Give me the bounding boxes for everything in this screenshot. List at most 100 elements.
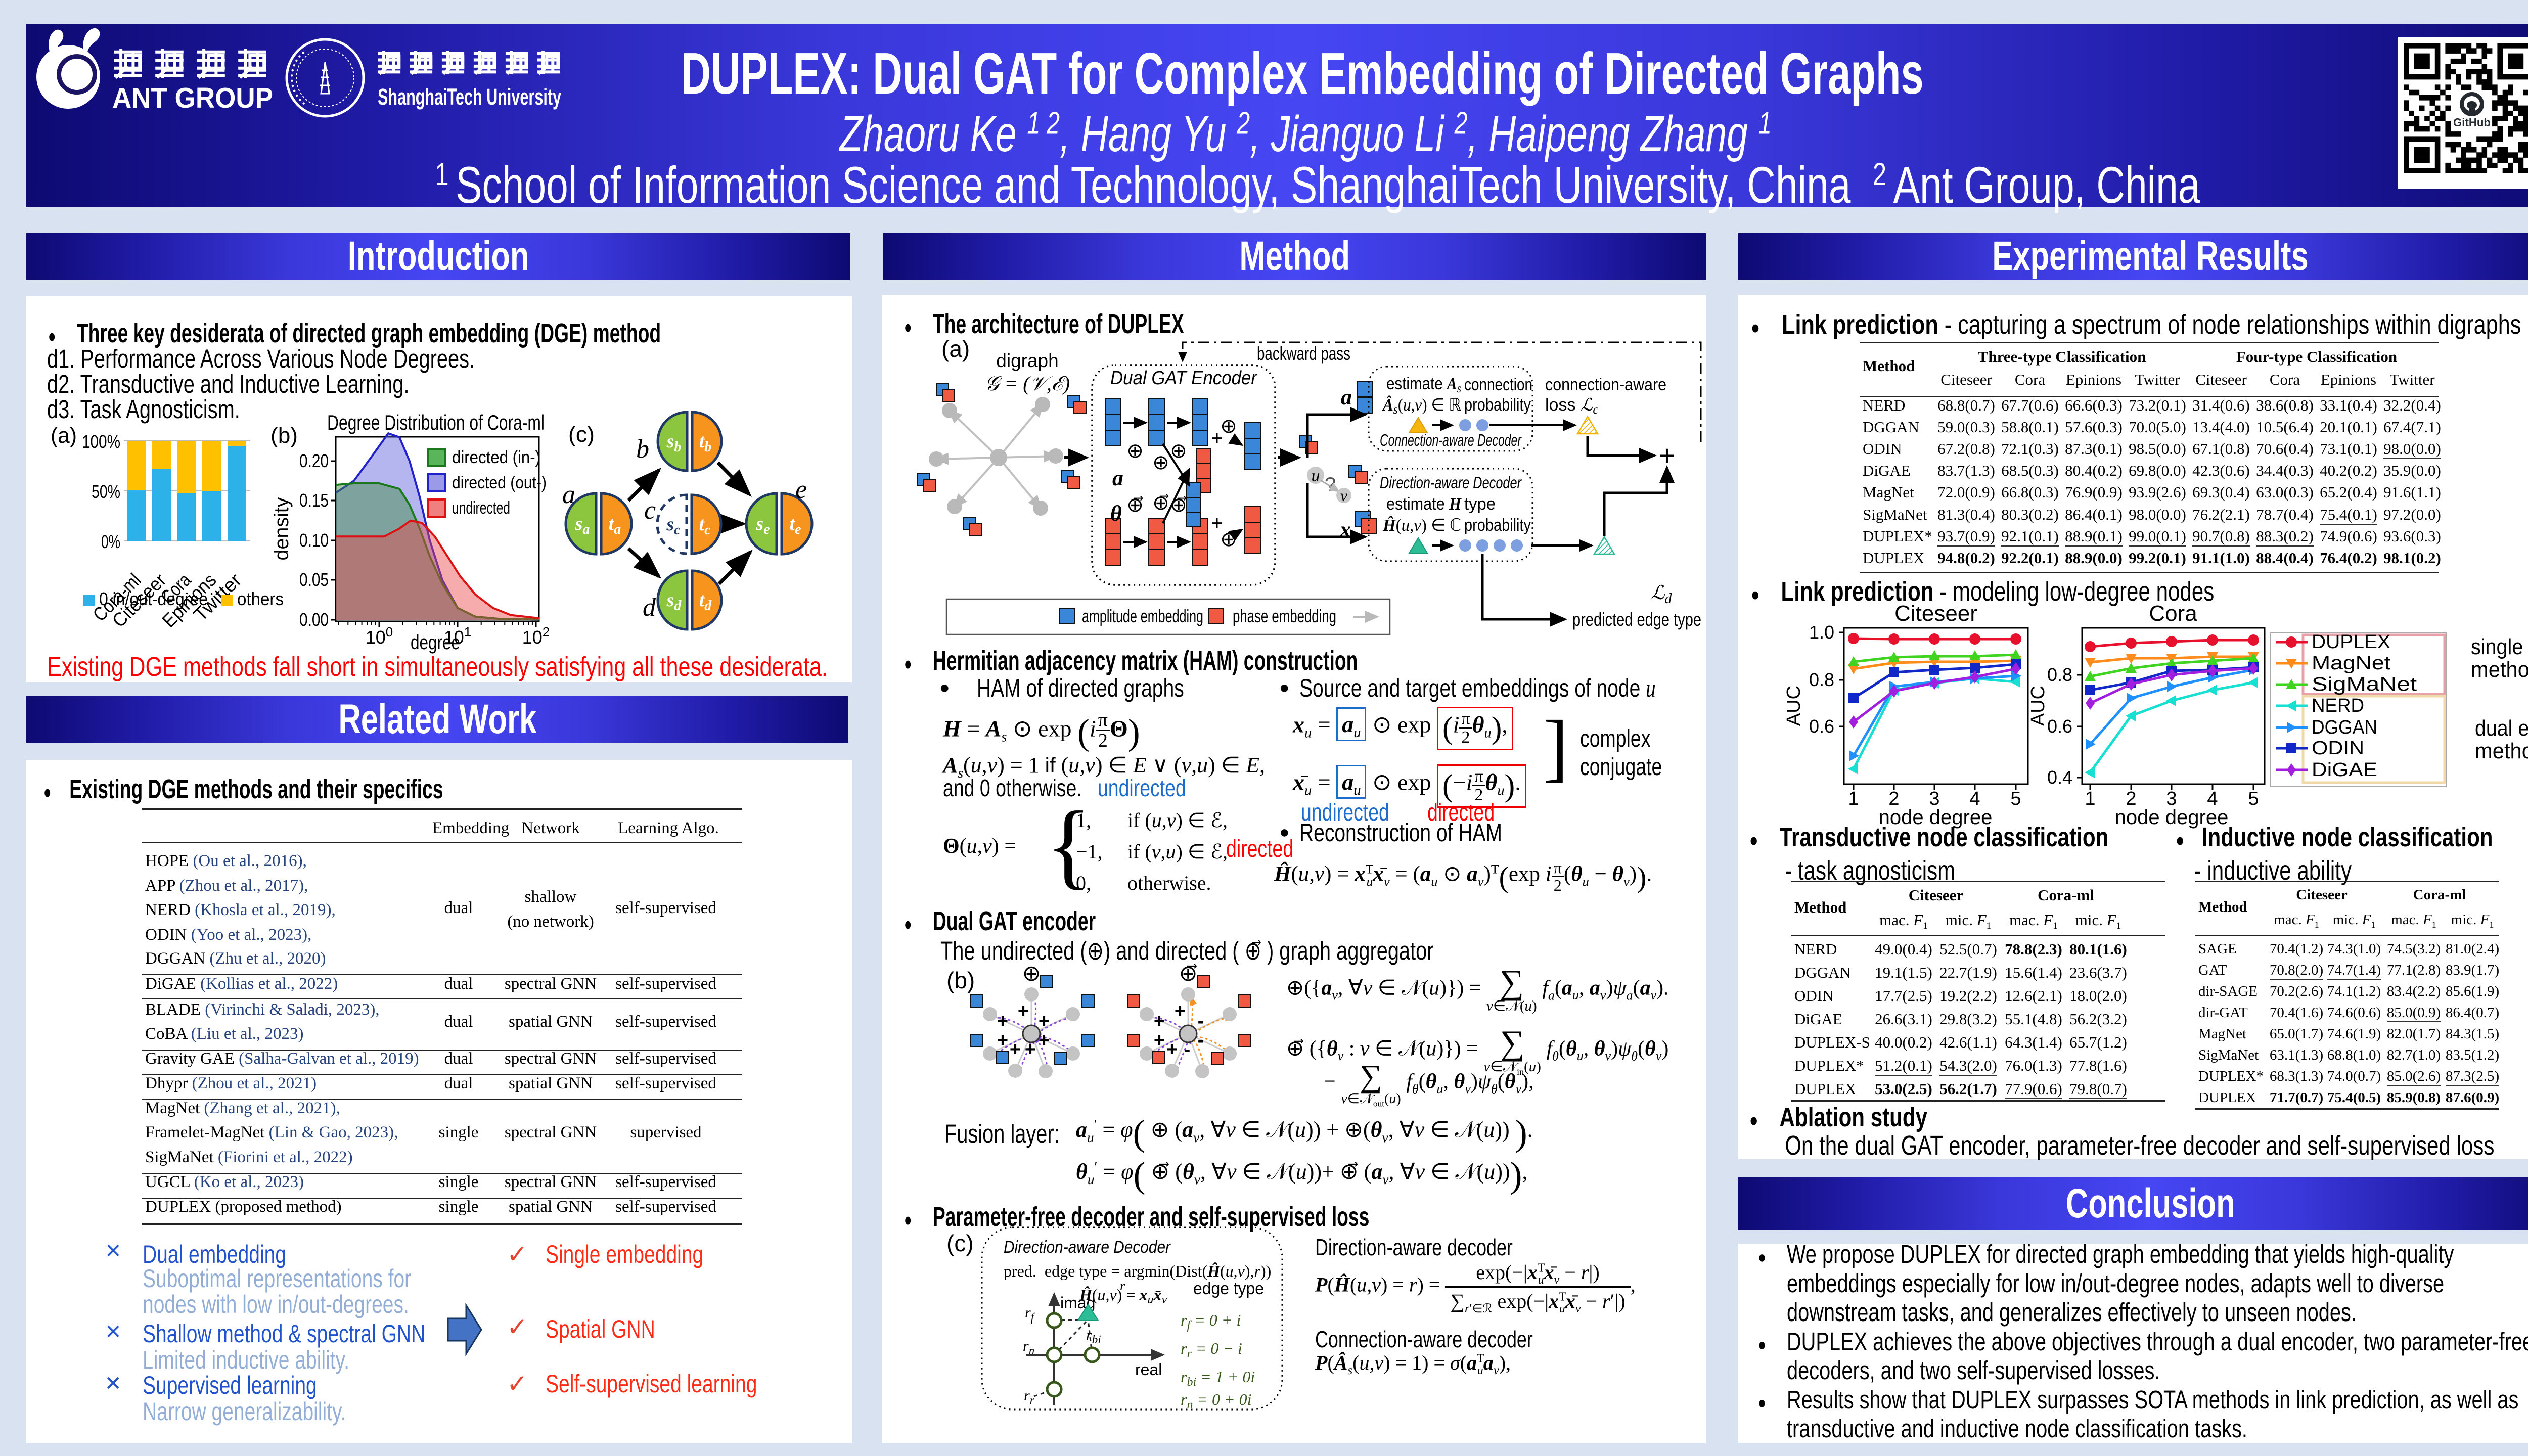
svg-text:d: d: [643, 593, 656, 622]
svg-text:c: c: [644, 496, 656, 525]
svg-text:rn = 0 + 0i: rn = 0 + 0i: [1181, 1390, 1252, 1412]
svg-text:Degree Distribution of Cora-ml: Degree Distribution of Cora-ml: [327, 411, 545, 434]
svg-text:connection-aware: connection-aware: [1545, 375, 1666, 394]
svg-text:Citeseer: Citeseer: [1894, 604, 1977, 626]
svg-text:node degree: node degree: [1879, 806, 1993, 829]
svg-text:1.0: 1.0: [1809, 622, 1834, 643]
svg-text:100: 100: [366, 624, 393, 648]
svg-text:phase embedding: phase embedding: [1233, 606, 1336, 626]
svg-text:θ: θ: [1110, 501, 1122, 526]
svg-text:0.20: 0.20: [299, 450, 329, 471]
svg-text:undirected: undirected: [452, 498, 510, 518]
svg-text:3: 3: [1929, 788, 1939, 809]
svg-text:degree: degree: [411, 631, 460, 654]
svg-text:4: 4: [1969, 788, 1980, 809]
svg-text:estimate H: estimate H: [1386, 494, 1462, 514]
svg-text:-: -: [1198, 1030, 1204, 1051]
svg-text:+: +: [1659, 439, 1676, 471]
svg-text:DUPLEX: DUPLEX: [2312, 631, 2390, 653]
svg-text:5: 5: [2248, 788, 2259, 809]
svg-text:𝒢 = (𝒱,ℰ): 𝒢 = (𝒱,ℰ): [985, 372, 1070, 395]
svg-text:GitHub: GitHub: [2453, 116, 2491, 129]
svg-text:0%: 0%: [101, 531, 120, 552]
svg-text:NERD: NERD: [2312, 695, 2364, 716]
svg-text:methods: methods: [2471, 657, 2528, 682]
svg-text:(a): (a): [51, 423, 77, 448]
svg-text:+: +: [1211, 427, 1223, 449]
svg-text:Âs(u,v) ∈ ℝ: Âs(u,v) ∈ ℝ: [1382, 395, 1461, 417]
svg-text:pred. edge type = argmin(Dist: pred. edge type = argmin(Dist(Ĥ(u,v),r)…: [1004, 1262, 1271, 1280]
svg-text:⊕⃗: ⊕⃗: [1179, 961, 1198, 986]
svg-text:DiGAE: DiGAE: [2312, 759, 2377, 781]
svg-text:+: +: [1025, 1039, 1036, 1060]
svg-text:density: density: [270, 497, 293, 561]
svg-text:single embedding: single embedding: [2471, 634, 2528, 659]
svg-text:0.6: 0.6: [2047, 716, 2072, 737]
svg-text:edge type: edge type: [1193, 1279, 1264, 1298]
svg-text:dual embedding: dual embedding: [2475, 716, 2528, 741]
svg-text:Ĥ(u,v) ∈ ℂ: Ĥ(u,v) ∈ ℂ: [1382, 516, 1461, 535]
svg-text:+: +: [1018, 1000, 1029, 1022]
svg-text:Dual GAT Encoder: Dual GAT Encoder: [1110, 368, 1257, 389]
svg-text:DGGAN: DGGAN: [2312, 717, 2377, 738]
svg-text:Connection-aware Decoder: Connection-aware Decoder: [1380, 431, 1522, 449]
svg-text:⊕⃗: ⊕⃗: [1220, 528, 1237, 551]
svg-text:0.4: 0.4: [2047, 767, 2072, 788]
svg-text:sc: sc: [666, 514, 681, 538]
svg-text:+: +: [1010, 1039, 1021, 1060]
svg-text:+: +: [1154, 1030, 1165, 1051]
svg-text:a: a: [1341, 385, 1352, 410]
svg-text:⊕: ⊕: [1126, 440, 1144, 462]
svg-text:0.10: 0.10: [299, 530, 329, 551]
svg-text:+: +: [1154, 1011, 1165, 1032]
svg-text:SigMaNet: SigMaNet: [2312, 674, 2417, 695]
svg-text:v: v: [1340, 486, 1348, 505]
svg-text:directed (out-): directed (out-): [452, 473, 547, 492]
svg-text:methods: methods: [2475, 739, 2528, 763]
svg-text:4: 4: [2207, 788, 2218, 809]
svg-text:r: r: [1120, 1279, 1125, 1293]
svg-text:rr: rr: [1024, 1387, 1035, 1406]
svg-text:x: x: [1339, 517, 1351, 542]
svg-text:probability: probability: [1464, 395, 1531, 415]
svg-text:0 in/out-degree: 0 in/out-degree: [99, 588, 208, 609]
svg-text:ℒd: ℒd: [1651, 582, 1672, 607]
svg-text:directed (in-): directed (in-): [452, 448, 540, 467]
svg-text:se: se: [755, 513, 770, 537]
svg-text:+: +: [1211, 512, 1223, 534]
svg-text:others: others: [237, 588, 284, 609]
svg-text:rf = 0 + i: rf = 0 + i: [1181, 1311, 1241, 1332]
svg-text:⊕: ⊕: [1152, 451, 1169, 474]
svg-text:+: +: [1175, 1000, 1186, 1022]
svg-text:probability: probability: [1464, 516, 1531, 535]
svg-text:rn: rn: [1023, 1338, 1034, 1357]
svg-text:101: 101: [444, 624, 472, 648]
svg-text:2: 2: [2126, 788, 2136, 809]
svg-text:a: a: [1112, 466, 1123, 490]
svg-text:⊕: ⊕: [1220, 415, 1237, 437]
svg-text:rbi = 1 + 0i: rbi = 1 + 0i: [1181, 1368, 1255, 1389]
svg-text:digraph: digraph: [996, 350, 1058, 371]
svg-text:1: 1: [1848, 788, 1859, 809]
svg-text:+: +: [1166, 1039, 1178, 1060]
svg-text:2: 2: [1888, 788, 1899, 809]
svg-text:0.6: 0.6: [1809, 716, 1834, 737]
svg-text:rf: rf: [1025, 1304, 1036, 1324]
svg-text:0.8: 0.8: [1809, 669, 1834, 690]
svg-text:(c): (c): [946, 1230, 974, 1256]
svg-text:⊕⃗: ⊕⃗: [1170, 494, 1187, 516]
svg-text:MagNet: MagNet: [2312, 653, 2391, 674]
svg-text:e: e: [795, 475, 807, 504]
svg-text:ShanghaiTech University: ShanghaiTech University: [378, 84, 561, 110]
svg-text:rr = 0 − i: rr = 0 − i: [1181, 1339, 1242, 1360]
svg-text:AUC: AUC: [2027, 686, 2049, 726]
svg-text:type: type: [1464, 494, 1496, 514]
svg-text:sa: sa: [575, 513, 590, 537]
svg-text:102: 102: [522, 624, 550, 648]
svg-text:⊕⃗: ⊕⃗: [1152, 492, 1169, 514]
svg-text:b: b: [636, 435, 649, 464]
svg-text:⊕: ⊕: [1022, 961, 1041, 986]
svg-text:Cora: Cora: [2149, 604, 2197, 626]
svg-text:0.8: 0.8: [2047, 664, 2072, 685]
svg-text:real: real: [1135, 1360, 1162, 1379]
